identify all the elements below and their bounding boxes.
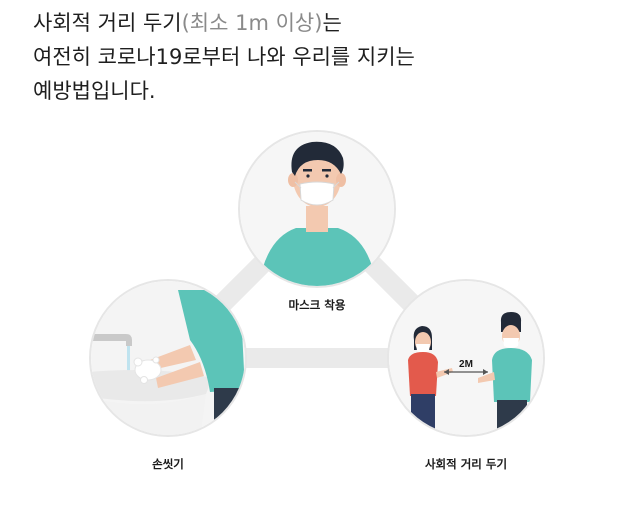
headline-line-1: 사회적 거리 두기(최소 1m 이상)는 — [33, 6, 623, 40]
label-mask: 마스크 착용 — [288, 298, 346, 312]
headline: 사회적 거리 두기(최소 1m 이상)는 여전히 코로나19로부터 나와 우리를… — [33, 6, 623, 108]
label-handwash: 손씻기 — [152, 457, 184, 471]
handwash-illustration — [89, 279, 247, 437]
headline-end-text: 는 — [322, 11, 342, 35]
distance-2m-label: 2M — [459, 359, 473, 370]
headline-paren-text: (최소 1m 이상) — [181, 11, 323, 35]
headline-line-3: 예방법입니다. — [33, 79, 156, 103]
headline-main-text: 사회적 거리 두기 — [33, 11, 182, 35]
label-distance: 사회적 거리 두기 — [424, 457, 508, 471]
distance-illustration: 2M — [387, 279, 545, 437]
headline-line-2: 여전히 코로나19로부터 나와 우리를 지키는 — [33, 45, 415, 69]
